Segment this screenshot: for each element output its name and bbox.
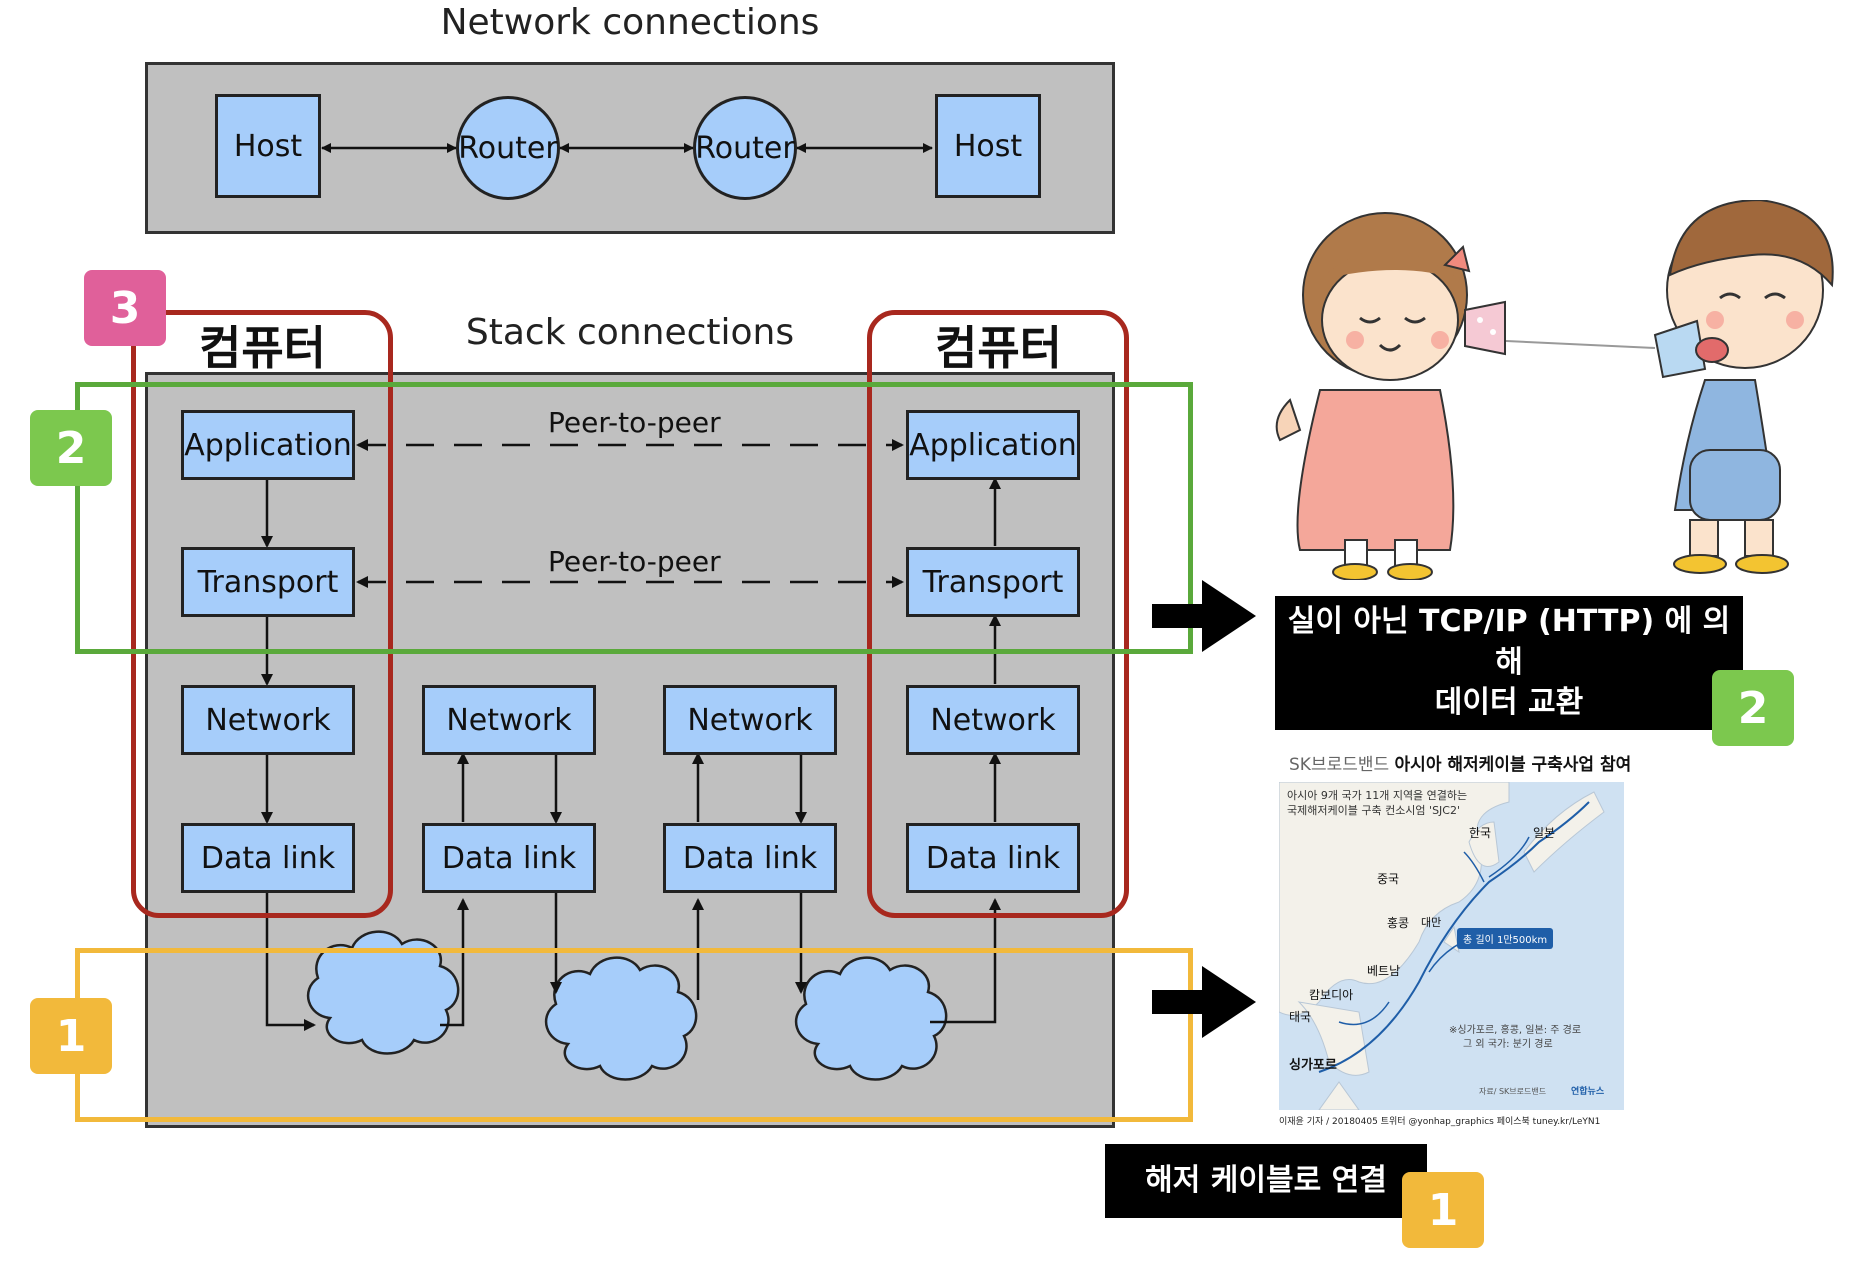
- peer-label-application: Peer-to-peer: [548, 406, 721, 439]
- computer-outline-left: [131, 310, 393, 918]
- router2-network-box: Network: [663, 685, 837, 755]
- router-node-2: Router: [693, 96, 797, 200]
- map-label-thailand: 태국: [1289, 1010, 1312, 1024]
- router2-datalink-box: Data link: [663, 823, 837, 893]
- physical-link-outline: [75, 948, 1193, 1122]
- map-card-title: SK브로드밴드 아시아 해저케이블 구축사업 참여: [1289, 750, 1631, 775]
- map-desc: 아시아 9개 국가 11개 지역을 연결하는 국제해저케이블 구축 컨소시엄 '…: [1287, 788, 1467, 819]
- map-desc-line1: 아시아 9개 국가 11개 지역을 연결하는: [1287, 789, 1468, 802]
- cloud-1: [306, 930, 460, 1055]
- map-title-bold: 아시아 해저케이블 구축사업 참여: [1394, 755, 1632, 775]
- tcpip-callout-line2: 데이터 교환: [1434, 685, 1584, 721]
- router1-datalink-box: Data link: [422, 823, 596, 893]
- map-label-japan: 일본: [1533, 826, 1556, 840]
- left-application-box: Application: [181, 410, 355, 480]
- right-application-box: Application: [906, 410, 1080, 480]
- callout-arrow-upper: [1152, 580, 1256, 652]
- map-label-vietnam: 베트남: [1367, 964, 1401, 978]
- map-label-taiwan: 대만: [1421, 916, 1442, 929]
- map-label-korea: 한국: [1469, 826, 1492, 840]
- badge-1: 1: [30, 998, 112, 1074]
- router-node-1: Router: [456, 96, 560, 200]
- computer-outline-right: [867, 310, 1129, 918]
- tcpip-callout-box: 실이 아닌 TCP/IP (HTTP) 에 의해 데이터 교환: [1275, 596, 1743, 730]
- map-title-light: SK브로드밴드: [1289, 755, 1395, 775]
- map-note-line1: ※싱가포르, 홍콩, 일본: 주 경로: [1449, 1025, 1582, 1036]
- map-label-singapore: 싱가포르: [1289, 1058, 1337, 1073]
- stack-connections-title: Stack connections: [465, 312, 795, 353]
- host-node-right: Host: [935, 94, 1041, 198]
- boy-figure: [1653, 200, 1834, 574]
- computer-label-left: 컴퓨터: [199, 321, 326, 375]
- left-datalink-box: Data link: [181, 823, 355, 893]
- badge-1-callout: 1: [1402, 1172, 1484, 1248]
- map-length-tag: 총 길이 1만500km: [1457, 928, 1554, 949]
- left-transport-box: Transport: [181, 547, 355, 617]
- cup-phone-illustration: [1275, 200, 1834, 580]
- host-node-left: Host: [215, 94, 321, 198]
- map-label-hongkong: 홍콩: [1387, 916, 1410, 930]
- router1-network-box: Network: [422, 685, 596, 755]
- network-connections-title: Network connections: [440, 2, 820, 43]
- map-note-line2: 그 외 국가: 분기 경로: [1463, 1039, 1553, 1050]
- girl-figure: [1275, 212, 1506, 580]
- peer-label-transport: Peer-to-peer: [548, 545, 721, 578]
- submarine-cable-map-card: SK브로드밴드 아시아 해저케이블 구축사업 참여 아시아 9개 국가 11개 …: [1279, 742, 1631, 1134]
- map-land-shapes: [1279, 782, 1605, 1110]
- badge-2: 2: [30, 410, 112, 486]
- callout-arrow-lower: [1152, 966, 1256, 1038]
- cable-callout-box: 해저 케이블로 연결: [1105, 1144, 1427, 1218]
- map-label-cambodia: 캄보디아: [1309, 988, 1354, 1002]
- right-transport-box: Transport: [906, 547, 1080, 617]
- badge-2-callout: 2: [1712, 670, 1794, 746]
- tcpip-callout-line1: 실이 아닌 TCP/IP (HTTP) 에 의해: [1287, 604, 1731, 680]
- computer-label-right: 컴퓨터: [935, 321, 1062, 375]
- map-footer: 이재윤 기자 / 20180405 트위터 @yonhap_graphics 페…: [1279, 1117, 1601, 1127]
- right-network-box: Network: [906, 685, 1080, 755]
- application-transport-outline: [75, 382, 1193, 654]
- right-datalink-box: Data link: [906, 823, 1080, 893]
- left-network-box: Network: [181, 685, 355, 755]
- map-agency: 연합뉴스: [1571, 1087, 1605, 1097]
- map-label-china: 중국: [1377, 872, 1400, 886]
- map-desc-line2: 국제해저케이블 구축 컨소시엄 'SJC2': [1287, 804, 1461, 818]
- badge-3: 3: [84, 270, 166, 346]
- map-source: 자료/ SK브로드밴드: [1479, 1087, 1547, 1096]
- map-area: 아시아 9개 국가 11개 지역을 연결하는 국제해저케이블 구축 컨소시엄 '…: [1279, 782, 1624, 1110]
- map-note: ※싱가포르, 홍콩, 일본: 주 경로 그 외 국가: 분기 경로: [1449, 1024, 1581, 1052]
